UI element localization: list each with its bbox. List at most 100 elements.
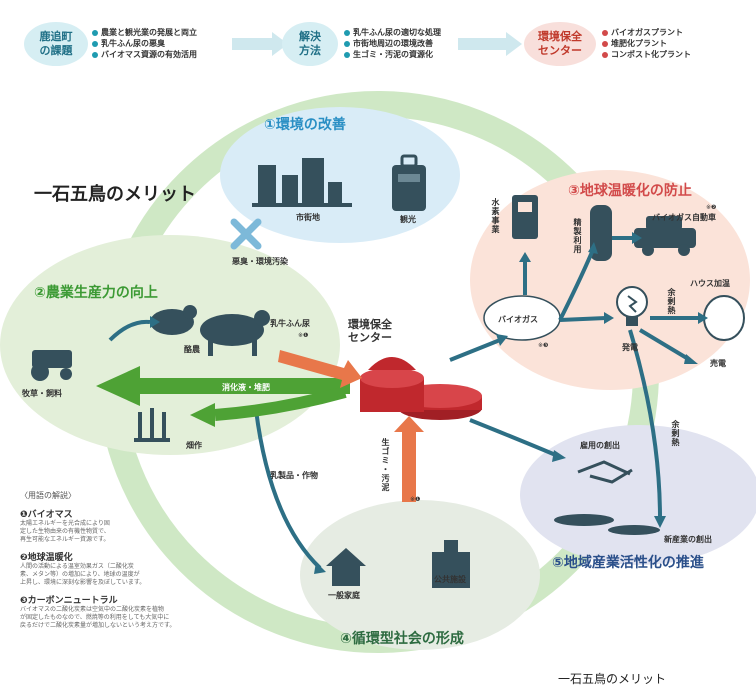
glossary-item-body-l3: 戻るだけで二酸化炭素量が増加しないという考え方です。 (20, 622, 176, 629)
newind-label: 新産業の創出 (664, 535, 712, 544)
header-box2-label: 解決 方法 (284, 27, 336, 61)
garbage-arrow (394, 416, 424, 502)
glossary-heading: 〈用語の解説〉 (20, 491, 76, 500)
header-box1-line2: の課題 (39, 44, 73, 57)
glossary-item-title: ❷地球温暖化 (20, 553, 73, 563)
header-box1-item-text: 農業と観光業の発展と両立 (101, 28, 197, 37)
handshake-icon (577, 460, 633, 484)
header-box1-label: 鹿追町 の課題 (28, 27, 84, 61)
car-label: バイオガス自動車 (652, 213, 716, 222)
fuel-pump-icon (512, 195, 538, 239)
header-box2-item-text: 市街地周辺の環境改善 (353, 39, 433, 48)
header-box3-label: 環境保全 センター (526, 27, 594, 61)
cow-icon (200, 310, 270, 356)
garbage-label: 生ゴミ・汚泥 (381, 438, 390, 492)
bullet-dot (602, 40, 608, 47)
header-box2-list: 乳牛ふん尿の適切な処理 市街地周辺の環境改善 生ゴミ・汚泥の資源化 (344, 27, 441, 60)
public-label: 公共施設 (434, 575, 466, 584)
refine-label: 精製利用 (573, 218, 582, 254)
header-box3-line2: センター (538, 44, 582, 57)
teal-arrows (108, 236, 700, 570)
jobs-label: 雇用の創出 (580, 441, 620, 450)
biogas-label: バイオガス (498, 315, 538, 324)
sell-label: 売電 (710, 359, 726, 368)
header-box2-item-text: 生ゴミ・汚泥の資源化 (353, 50, 433, 59)
teal-arrowheads (150, 232, 708, 574)
city-icon (252, 158, 352, 207)
header-box3-item: バイオガスプラント (602, 27, 691, 38)
digestate-arrow (96, 366, 350, 427)
note-mark-3: ※❸ (538, 342, 549, 349)
section1-title: ①環境の改善 (264, 117, 346, 133)
glossary-item-body-l1: 人間の活動による温室効果ガス（二酸化炭 (20, 563, 134, 570)
header-box3-list: バイオガスプラント 堆肥化プラント コンポスト化プラント (602, 27, 691, 60)
glossary-item-body-l2: 素、メタン等）の増加により、地球の温度が (20, 571, 140, 578)
header-box3-item-text: 堆肥化プラント (611, 39, 667, 48)
header-box1-item: 乳牛ふん尿の悪臭 (92, 38, 197, 49)
bullet-dot (344, 51, 350, 58)
center-label: 環境保全 センター (348, 318, 392, 344)
section4-area (300, 500, 540, 650)
house-icon (326, 548, 366, 586)
bullet-dot (344, 40, 350, 47)
bullet-dot (92, 29, 98, 36)
center-plant-icon (360, 357, 482, 420)
forage-label: 牧草・飼料 (22, 389, 62, 398)
public-building-icon (432, 540, 470, 588)
header-arrow-1 (232, 32, 288, 56)
bullet-dot (602, 29, 608, 36)
header-box1-item-text: バイオマス資源の有効活用 (101, 50, 197, 59)
bulb-icon (616, 286, 648, 326)
center-label-line2: センター (348, 331, 392, 344)
header-box2-item: 生ゴミ・汚泥の資源化 (344, 49, 441, 60)
header-box2-item: 乳牛ふん尿の適切な処理 (344, 27, 441, 38)
header-box2-shape (282, 22, 338, 66)
glossary-item-body-l1: バイオマスの二酸化炭素は空気中の二酸化炭素を植物 (20, 606, 165, 613)
glossary: 〈用語の解説〉 ❶バイオマス 太陽エネルギーを光合成により固 定した生物由来の有… (20, 490, 250, 630)
bullet-dot (602, 51, 608, 58)
hydrogen-label: 水素事業 (491, 198, 500, 234)
header-box3-item: 堆肥化プラント (602, 38, 691, 49)
section5-area (520, 425, 756, 565)
note-mark-1a: ※❶ (298, 332, 309, 339)
header-arrow-2 (458, 32, 522, 56)
header-box1-shape (24, 22, 88, 66)
header-box2-line2: 方法 (299, 44, 321, 57)
section2-area (0, 235, 340, 455)
header-box1-item: バイオマス資源の有効活用 (92, 49, 197, 60)
car-icon (634, 216, 696, 256)
bullet-dot (92, 51, 98, 58)
bullet-dot (344, 29, 350, 36)
glossary-item-title: ❶バイオマス (20, 510, 73, 520)
header-box2-item-text: 乳牛ふん尿の適切な処理 (353, 28, 441, 37)
section4-title: ④循環型社会の形成 (340, 631, 464, 647)
header-box2-line1: 解決 (299, 30, 321, 43)
glossary-item-body-l3: 上昇し、環境に深刻な影響を及ぼしています。 (20, 579, 146, 586)
wheat-icon (134, 408, 170, 442)
glossary-item-body-l3: 再生可能なエネルギー資源です。 (20, 536, 110, 543)
header-box3-shape (524, 22, 596, 66)
merit-title: 一石五鳥のメリット (34, 184, 196, 205)
calf-icon (150, 305, 197, 335)
glossary-item-body-l2: 定した生物由来の有機性物質で、 (20, 528, 110, 535)
farming-label: 畑作 (186, 441, 202, 450)
header-box3-item-text: バイオガスプラント (611, 28, 683, 37)
digestate-label: 消化液・堆肥 (222, 383, 270, 392)
note-mark-2: ※❷ (706, 204, 717, 211)
manure-arrow (278, 350, 362, 388)
glossary-item-title: ❸カーボンニュートラル (20, 596, 118, 606)
header-box3-item: コンポスト化プラント (602, 49, 691, 60)
section2-title: ②農業生産力の向上 (34, 285, 158, 301)
surplus-heat-label-1: 余剰熱 (667, 288, 676, 315)
header-box2-item: 市街地周辺の環境改善 (344, 38, 441, 49)
cross-icon (230, 218, 262, 250)
footer-caption: 一石五鳥のメリット (558, 672, 667, 686)
dairy-products-label: 乳製品・作物 (270, 471, 318, 480)
city-label: 市街地 (296, 213, 320, 222)
note-mark-1b: ※❶ (410, 496, 421, 503)
section3-title: ③地球温暖化の防止 (568, 183, 692, 199)
greenhouse-label: ハウス加温 (690, 279, 730, 288)
fish-icon (554, 514, 660, 535)
center-label-line1: 環境保全 (348, 318, 392, 331)
